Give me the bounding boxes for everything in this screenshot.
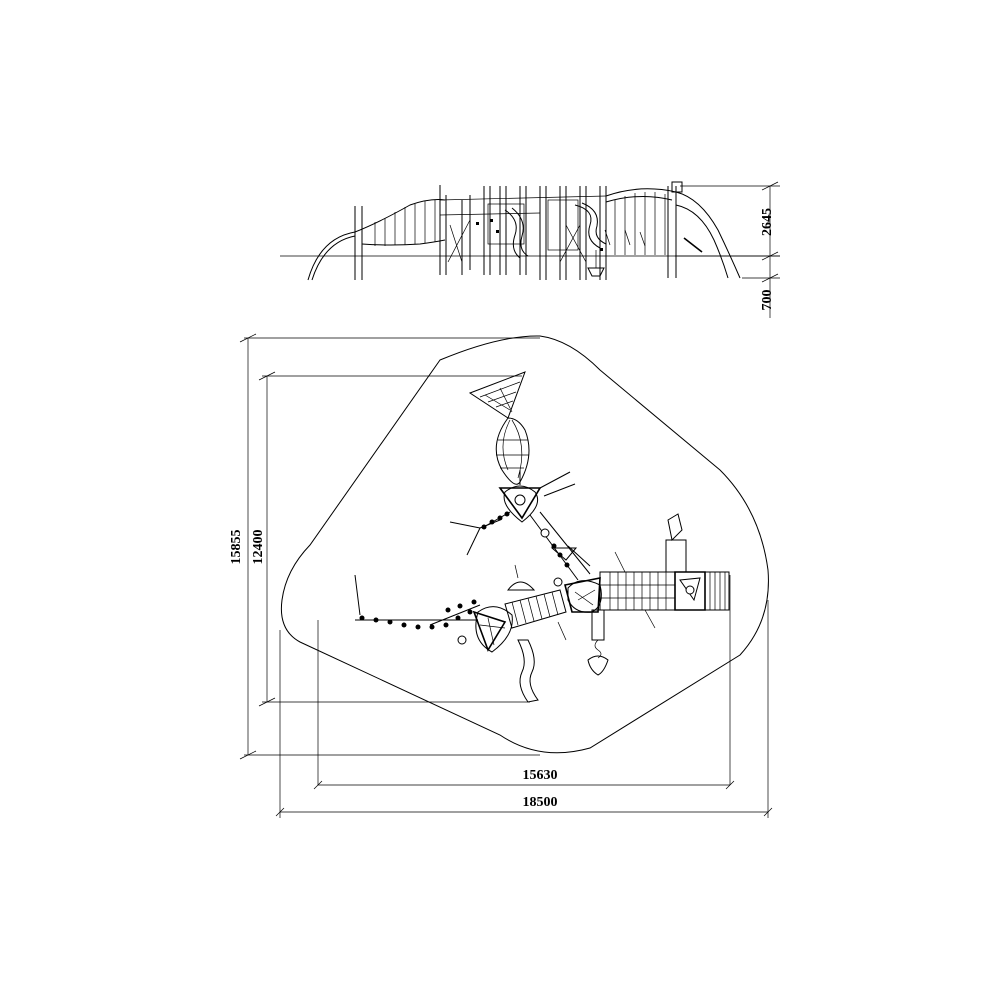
side-elevation-view: 2645 700 <box>280 181 780 318</box>
plan-view: 15855 12400 15630 18500 <box>229 333 773 818</box>
overall-depth-label: 15855 <box>229 530 244 565</box>
depth-dimension-label: 700 <box>760 290 775 311</box>
height-dimension-label: 2645 <box>760 208 775 236</box>
top-rope-beads <box>481 511 511 530</box>
structure-width-label: 15630 <box>523 768 558 783</box>
overall-width-label: 18500 <box>523 795 558 810</box>
plan-dimension-lines <box>239 333 773 818</box>
left-rope-beads <box>354 574 481 630</box>
structure-depth-label: 12400 <box>251 530 266 565</box>
safety-zone-outline <box>280 335 769 754</box>
elevation-dimension-lines <box>675 181 780 318</box>
